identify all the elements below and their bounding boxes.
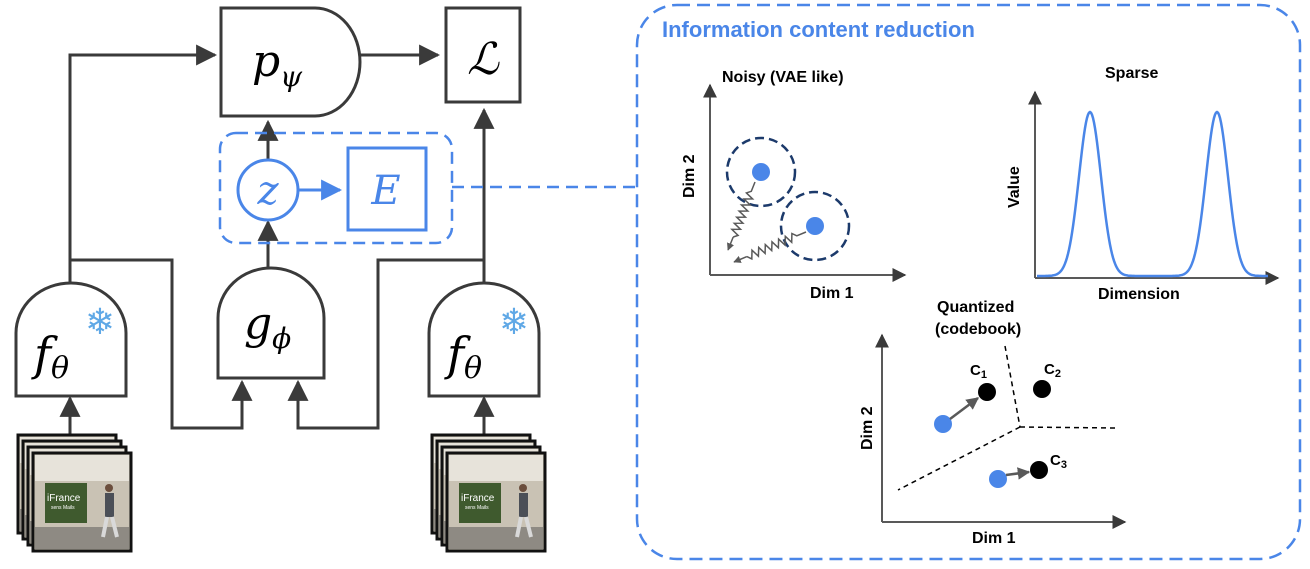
- loss-node: ℒ: [444, 6, 522, 104]
- f-theta-left-subscript: θ: [51, 351, 69, 386]
- noisy-sample-point: [752, 163, 770, 181]
- f-theta-left-node: fθ ❄: [14, 281, 128, 398]
- frame-sign-subtext: sens Mails: [465, 505, 489, 511]
- quantized-title-line1: Quantized: [937, 299, 1014, 316]
- noisy-ylabel: Dim 2: [681, 154, 698, 198]
- noisy-sample-point: [806, 217, 824, 235]
- quantized-sample-point: [989, 470, 1007, 488]
- quantized-ylabel: Dim 2: [859, 406, 876, 450]
- quantized-title-line2: (codebook): [935, 321, 1021, 338]
- p-psi-subscript: ψ: [280, 60, 303, 93]
- noisy-dashed-circle: [725, 136, 797, 208]
- sparse-title: Sparse: [1105, 65, 1158, 82]
- quantize-arrow: [1005, 467, 1031, 480]
- noisy-dashed-circle: [779, 190, 851, 262]
- connector-lines: [59, 44, 495, 475]
- noisy-spring-arrow: [733, 255, 748, 263]
- codebook-vector-c3: [1030, 461, 1048, 479]
- walking-person: [105, 493, 114, 517]
- svg-text:C2: C2: [1044, 361, 1061, 380]
- snowflake-icon: ❄: [85, 302, 115, 343]
- quantized-xlabel: Dim 1: [972, 530, 1016, 547]
- noisy-spring-line: [746, 231, 807, 261]
- z-symbol: z: [256, 168, 279, 214]
- e-node: E: [346, 146, 428, 232]
- codebook-boundary: [1019, 426, 1116, 429]
- codebook-boundary: [897, 426, 1021, 491]
- f-theta-right-node: fθ ❄: [427, 281, 541, 398]
- arrow-f-left-to-p: [68, 44, 218, 285]
- codebook-label-c1: C: [970, 362, 981, 379]
- codebook-label-c2-sub: 2: [1055, 368, 1061, 380]
- svg-text:C3: C3: [1050, 452, 1067, 471]
- frame-sign-text: iFrance: [47, 493, 81, 504]
- noisy-title: Noisy (VAE like): [722, 69, 844, 86]
- sparse-xlabel: Dimension: [1098, 286, 1180, 303]
- f-theta-right-subscript: θ: [464, 351, 482, 386]
- arrow-f-right-to-g: [287, 258, 484, 430]
- z-node: z: [236, 158, 300, 222]
- codebook-vector-c2: [1033, 380, 1051, 398]
- snowflake-icon: ❄: [499, 302, 529, 343]
- panel-title: Information content reduction: [662, 17, 975, 42]
- codebook-vector-c1: [978, 383, 996, 401]
- frame-sign-text: iFrance: [461, 493, 495, 504]
- sparse-ylabel: Value: [1006, 166, 1023, 208]
- codebook-label-c3: C: [1050, 452, 1061, 469]
- svg-text:gϕ: gϕ: [244, 298, 291, 355]
- quantized-plot: Quantized (codebook) Dim 1 Dim 2 C1 C2 C…: [859, 299, 1127, 547]
- latent-group-dashed-box: [218, 131, 454, 245]
- codebook-boundary: [1004, 345, 1021, 428]
- codebook-label-c2: C: [1044, 361, 1055, 378]
- noisy-plot: Noisy (VAE like) Dim 1 Dim 2: [681, 69, 907, 302]
- codebook-label-c1-sub: 1: [981, 369, 987, 381]
- quantize-arrow: [949, 397, 979, 420]
- g-phi-symbol: g: [244, 298, 272, 349]
- arrow-f-left-to-g: [70, 258, 253, 430]
- noisy-spring-line: [730, 181, 756, 238]
- quantized-sample-point: [934, 415, 952, 433]
- walking-person: [519, 493, 528, 517]
- g-phi-node: gϕ: [216, 266, 326, 380]
- sparse-plot: Sparse Dimension Value: [1006, 65, 1280, 303]
- p-psi-symbol: p: [252, 36, 280, 87]
- loss-symbol: ℒ: [467, 34, 500, 85]
- svg-text:C1: C1: [970, 362, 987, 381]
- info-reduction-panel: [635, 3, 1302, 561]
- sparse-curve: [1037, 110, 1268, 278]
- g-phi-subscript: ϕ: [272, 322, 291, 355]
- svg-text:pψ: pψ: [252, 36, 303, 93]
- e-symbol: E: [370, 168, 400, 214]
- noisy-spring-arrow: [727, 236, 734, 251]
- frame-sign-subtext: sens Mails: [51, 505, 75, 511]
- p-psi-node: pψ: [219, 6, 362, 118]
- codebook-label-c3-sub: 3: [1061, 459, 1067, 471]
- noisy-xlabel: Dim 1: [810, 285, 854, 302]
